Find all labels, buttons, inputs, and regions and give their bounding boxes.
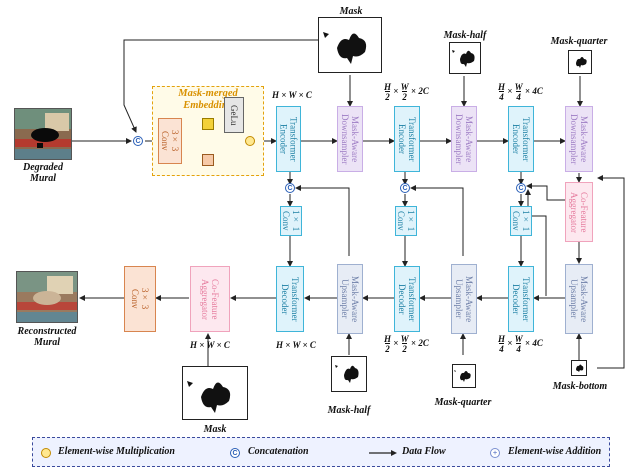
addition-legend-icon: + — [490, 448, 500, 458]
mask-aware-downsampler-2: Mask-Aware Downsampler — [451, 106, 477, 172]
dim-level1-bottom: H × W × C — [276, 340, 316, 350]
mask-aware-downsampler-1: Mask-Aware Downsampler — [337, 106, 363, 172]
mask-aware-upsampler-2: Mask-Aware Upsampler — [451, 264, 477, 334]
mask-quarter-top-label: Mask-quarter — [550, 36, 608, 47]
degraded-mural-label: Degraded Mural — [23, 162, 63, 184]
transformer-decoder-3: Transformer Decoder — [508, 266, 534, 332]
legend-multiplication: Element-wise Multiplication — [58, 446, 175, 457]
transformer-encoder-3: Transformer Encoder — [508, 106, 534, 172]
dim-level1-top: H × W × C — [272, 90, 312, 100]
mask-half-top-icon — [452, 50, 475, 67]
concat-legend-icon: C — [230, 448, 240, 458]
reconstructed-mural-icon — [17, 272, 77, 322]
conv3x3-block: 3× 3 Conv — [158, 118, 182, 164]
dim-output: H × W × C — [190, 340, 230, 350]
transformer-encoder-2: Transformer Encoder — [394, 106, 420, 172]
mask-bottom-image — [571, 360, 587, 376]
concat-icon-level2: C — [400, 183, 410, 193]
legend-box — [32, 437, 610, 467]
output-conv3x3-block: 3× 3 Conv — [124, 266, 156, 332]
mask-quarter-bottom-label: Mask-quarter — [434, 397, 492, 408]
data-flow-legend-icon — [369, 450, 397, 456]
mask-half-bottom-label: Mask-half — [327, 405, 371, 416]
mask-bottom-left-label: Mask — [203, 424, 227, 435]
mask-top-image — [318, 17, 382, 73]
conv1x1-block-1: 1× 1 Conv — [280, 206, 302, 236]
mask-half-bottom-icon — [335, 365, 359, 383]
mask-aware-downsampler-3: Mask-Aware Downsampler — [565, 106, 593, 172]
co-feature-aggregator-left: Co-Feature Aggregator — [190, 266, 230, 332]
mask-top-icon — [323, 32, 367, 64]
mask-bottom-icon — [576, 364, 584, 372]
mask-bottom-left-icon — [187, 381, 231, 413]
concat-icon-level1: C — [285, 183, 295, 193]
mask-top-label: Mask — [339, 6, 363, 17]
mask-bottom-label: Mask-bottom — [552, 381, 608, 392]
degraded-mural-image — [14, 108, 72, 160]
mask-half-bottom-image — [331, 356, 367, 392]
mask-aware-upsampler-1: Mask-Aware Upsampler — [337, 264, 363, 334]
mask-quarter-top-image — [568, 50, 592, 74]
multiplication-icon — [245, 136, 255, 146]
co-feature-aggregator-right: Co-Feature Aggregator — [565, 182, 593, 242]
conv1x1-block-3: 1× 1 Conv — [510, 206, 532, 236]
concat-icon: C — [133, 136, 143, 146]
reconstructed-mural-image — [16, 271, 78, 323]
transformer-decoder-2: Transformer Decoder — [394, 266, 420, 332]
embedding-title: Mask-merged Embedding — [178, 88, 238, 111]
mask-quarter-top-icon — [576, 57, 587, 68]
multiplication-legend-icon — [41, 448, 51, 458]
feature-cube-bottom-icon — [202, 154, 214, 166]
mask-quarter-bottom-image — [452, 364, 476, 388]
mask-half-top-label: Mask-half — [443, 30, 487, 41]
legend-addition: Element-wise Addition — [508, 446, 602, 457]
mask-half-top-image — [449, 42, 481, 74]
gelu-block: GeLu — [224, 97, 244, 133]
mask-quarter-bottom-icon — [454, 370, 471, 382]
degraded-mural-icon — [15, 109, 71, 159]
transformer-decoder-1: Transformer Decoder — [276, 266, 304, 332]
mask-bottom-left-image — [182, 366, 248, 420]
transformer-encoder-1: Transformer Encoder — [276, 106, 301, 172]
concat-icon-level3: C — [516, 183, 526, 193]
feature-cube-top-icon — [202, 118, 214, 130]
conv1x1-block-2: 1× 1 Conv — [395, 206, 417, 236]
mask-aware-upsampler-3: Mask-Aware Upsampler — [565, 264, 593, 334]
reconstructed-mural-label: Reconstructed Mural — [17, 326, 77, 348]
legend-concatenation: Concatenation — [248, 446, 309, 457]
legend-data-flow: Data Flow — [402, 446, 446, 457]
